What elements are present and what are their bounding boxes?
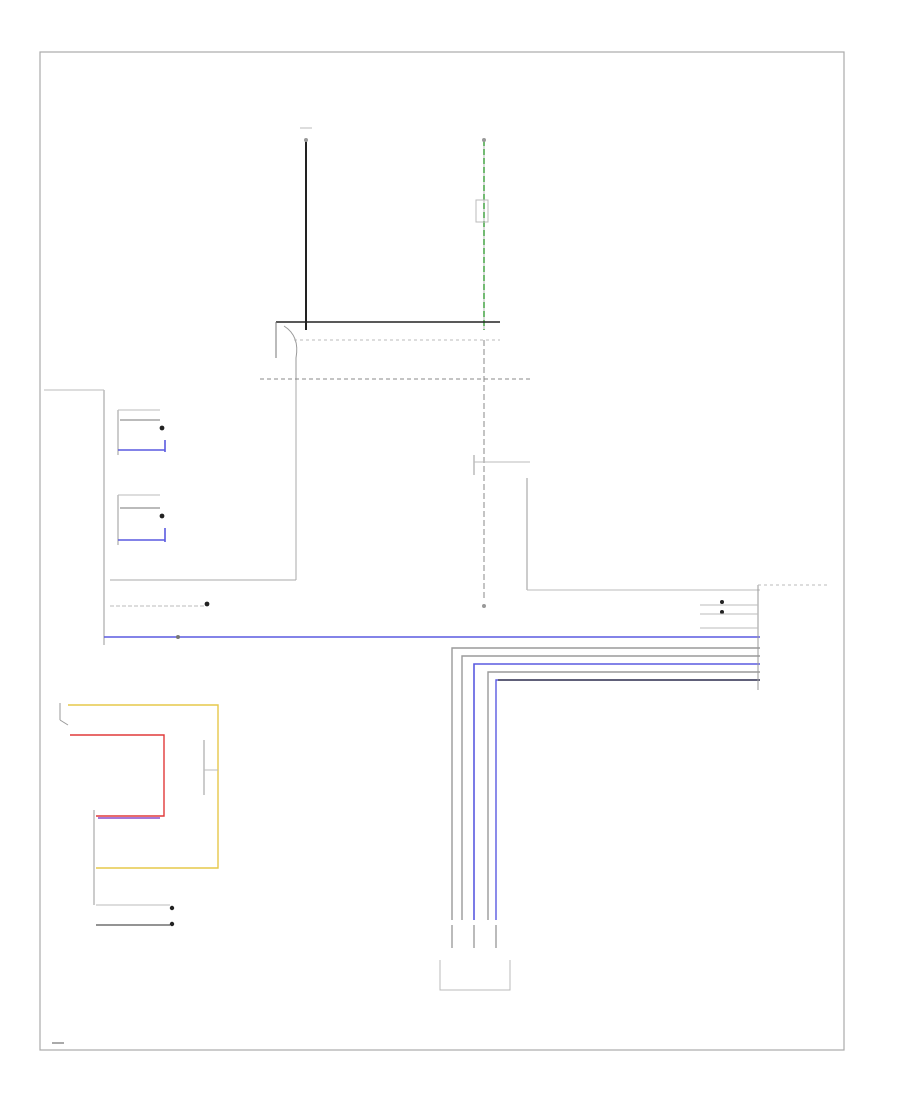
- blue-bus: [104, 635, 760, 639]
- pressure-sensor: [439, 925, 511, 991]
- wire-left-down: [110, 380, 297, 581]
- ground-lead: [110, 601, 210, 607]
- center-connector: [473, 455, 760, 591]
- right-connector: [700, 584, 830, 690]
- switch-lower: [117, 494, 166, 545]
- junction-connector: [275, 321, 500, 380]
- lower-left-circuit: [59, 703, 219, 927]
- left-module: [44, 389, 105, 645]
- switch-upper: [117, 409, 166, 455]
- diagram-border: [39, 51, 845, 1051]
- fuse-feed-left: [300, 127, 312, 330]
- wire-center: [482, 340, 486, 608]
- bundle-to-sensor: [451, 647, 760, 920]
- fuse-feed-right: [475, 138, 489, 330]
